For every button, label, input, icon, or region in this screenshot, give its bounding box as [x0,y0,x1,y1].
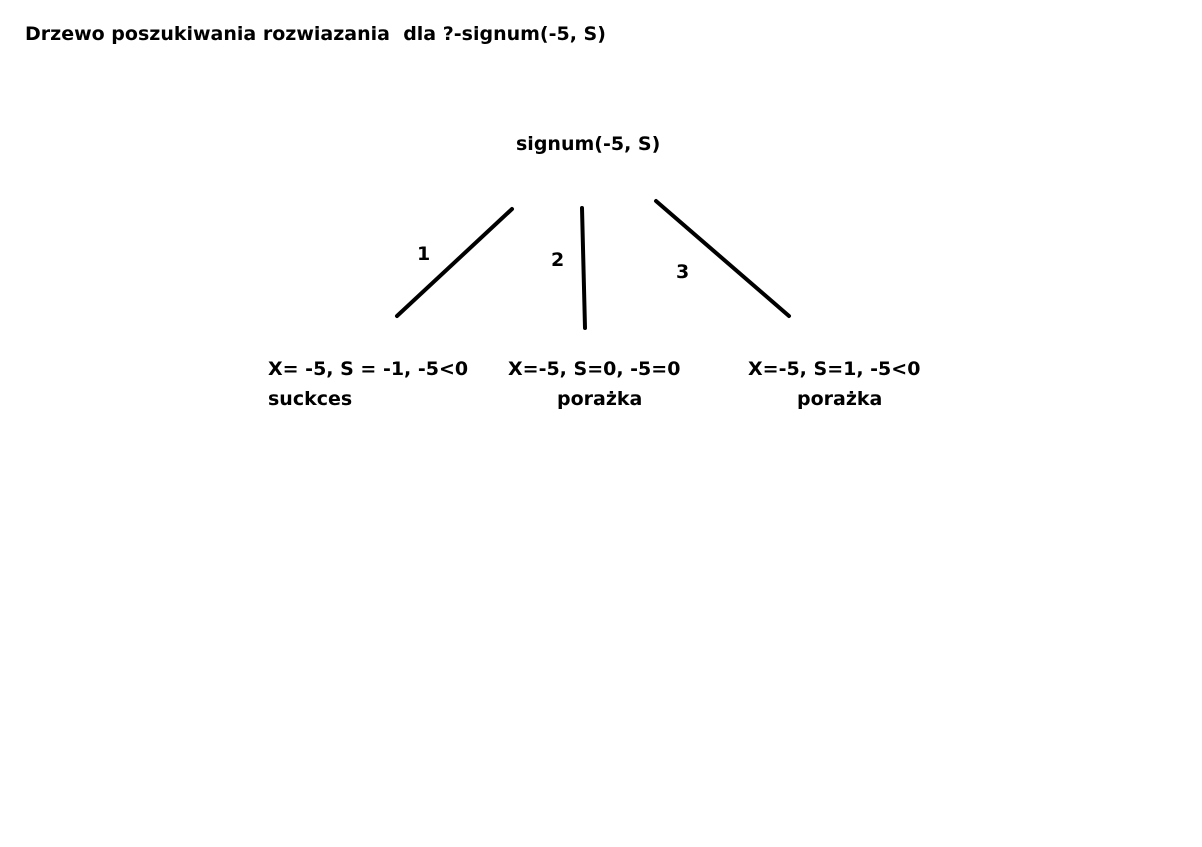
edge-line-2 [580,206,587,330]
edge-number-2: 2 [551,249,565,271]
edge-line-3 [654,199,791,318]
edge-line-1 [395,207,514,318]
leaf-2-result: porażka [557,388,643,410]
leaf-2-bindings: X=-5, S=0, -5=0 [508,358,681,380]
root-node-label: signum(-5, S) [516,133,661,155]
leaf-3-result: porażka [797,388,883,410]
diagram-title: Drzewo poszukiwania rozwiazania dla ?-si… [25,23,606,45]
leaf-1-bindings: X= -5, S = -1, -5<0 [268,358,469,380]
edge-number-1: 1 [417,243,431,265]
leaf-3-bindings: X=-5, S=1, -5<0 [748,358,921,380]
edge-number-3: 3 [676,261,690,283]
leaf-1-result: suckces [268,388,353,410]
